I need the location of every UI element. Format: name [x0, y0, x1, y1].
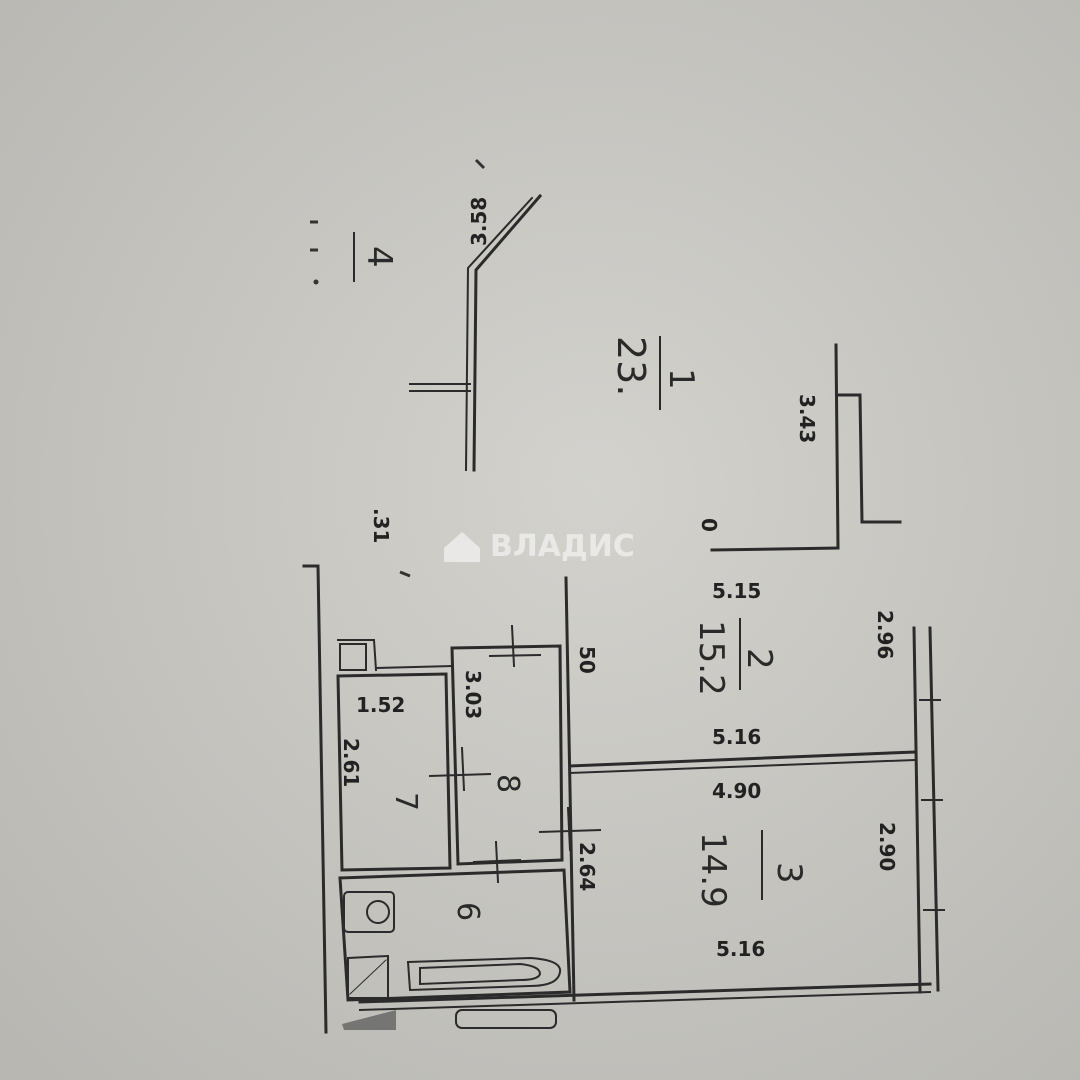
scan-mark-4 [313, 279, 319, 285]
room2-dim-a: 5.15 [712, 579, 761, 603]
scan-marks [310, 158, 486, 578]
door-tick-6b [494, 840, 500, 884]
toilet-icon [343, 891, 395, 933]
room4-dim: .31 [369, 508, 393, 543]
scan-mark-1 [474, 158, 486, 170]
watermark: ВЛАДИС [444, 529, 635, 564]
room2-number: 2 [739, 648, 779, 670]
wall-room1-right [834, 343, 840, 550]
wall-room2-room3 [568, 750, 916, 768]
wall-outer-left [302, 564, 328, 1034]
room3-number: 3 [769, 862, 809, 884]
sink-drain-icon [349, 959, 387, 995]
wall-bottom-2 [358, 990, 932, 1012]
room1-number: 1 [661, 368, 701, 390]
wall-bottom [358, 982, 932, 1004]
room1-area: 23. [609, 336, 653, 396]
room2-dim-d: 50 [575, 646, 599, 674]
room3-area: 14.9 [693, 832, 733, 908]
room8-number: 8 [490, 774, 525, 793]
shaft [339, 643, 367, 671]
scan-mark-5 [399, 570, 411, 578]
door-tick-8b [510, 624, 516, 668]
door-tick-7b [460, 746, 466, 792]
stove-icon [342, 1010, 396, 1030]
door-tick-3b [566, 806, 572, 852]
room2-dim-b: 5.16 [712, 725, 761, 749]
wall-room2-room3-2 [568, 758, 916, 775]
kitchen-sink-icon [455, 1009, 557, 1029]
wall-room1-bottom [710, 546, 840, 552]
room7-dim-a: 1.52 [356, 693, 405, 717]
room1-dim-a: 3.43 [795, 394, 819, 443]
room1-dim-b: 0 [697, 518, 721, 532]
room2-dim-c: 2.96 [873, 610, 897, 659]
room3-dim-b: 5.16 [716, 937, 765, 961]
bathtub-inner-icon [419, 962, 542, 986]
wall-room7 [336, 672, 452, 872]
wall-room7-top [374, 664, 454, 670]
sink-icon [347, 954, 389, 999]
fixtures [342, 891, 562, 1030]
room3-dim-a: 4.90 [712, 779, 761, 803]
bathtub-icon [406, 956, 562, 992]
labels: 1 23. 3.43 0 3.58 4 .31 2 15.2 5.15 5.16… [339, 197, 899, 961]
wall-room1-diagonal [472, 193, 543, 472]
watermark-house-icon [444, 532, 480, 562]
wall-room1-diagonal-inner [464, 196, 534, 472]
room7-number: 7 [388, 792, 423, 811]
wall-room6 [338, 868, 572, 1002]
wall-loggia-step [836, 393, 902, 524]
door-tick-8 [488, 653, 542, 658]
wall-corridor-right [564, 576, 576, 1002]
room7-dim-b: 2.61 [339, 738, 363, 787]
room3-dim-d: 2.64 [575, 842, 599, 891]
wall-outer-right [912, 626, 922, 994]
room2-area: 15.2 [691, 620, 731, 696]
watermark-text: ВЛАДИС [490, 529, 635, 564]
room8-dim-a: 3.03 [461, 670, 485, 719]
wall-room8 [450, 644, 564, 866]
room6-number: 6 [450, 902, 485, 921]
room3-dim-c: 2.90 [875, 822, 899, 871]
door-tick-7 [428, 772, 492, 778]
wall-outer-right-2 [928, 626, 940, 992]
wall-room7-niche [337, 639, 378, 672]
room1-dim-c: 3.58 [467, 197, 491, 246]
walls [302, 193, 945, 1034]
room4-number: 4 [359, 246, 399, 268]
toilet-bowl-icon [366, 900, 390, 924]
